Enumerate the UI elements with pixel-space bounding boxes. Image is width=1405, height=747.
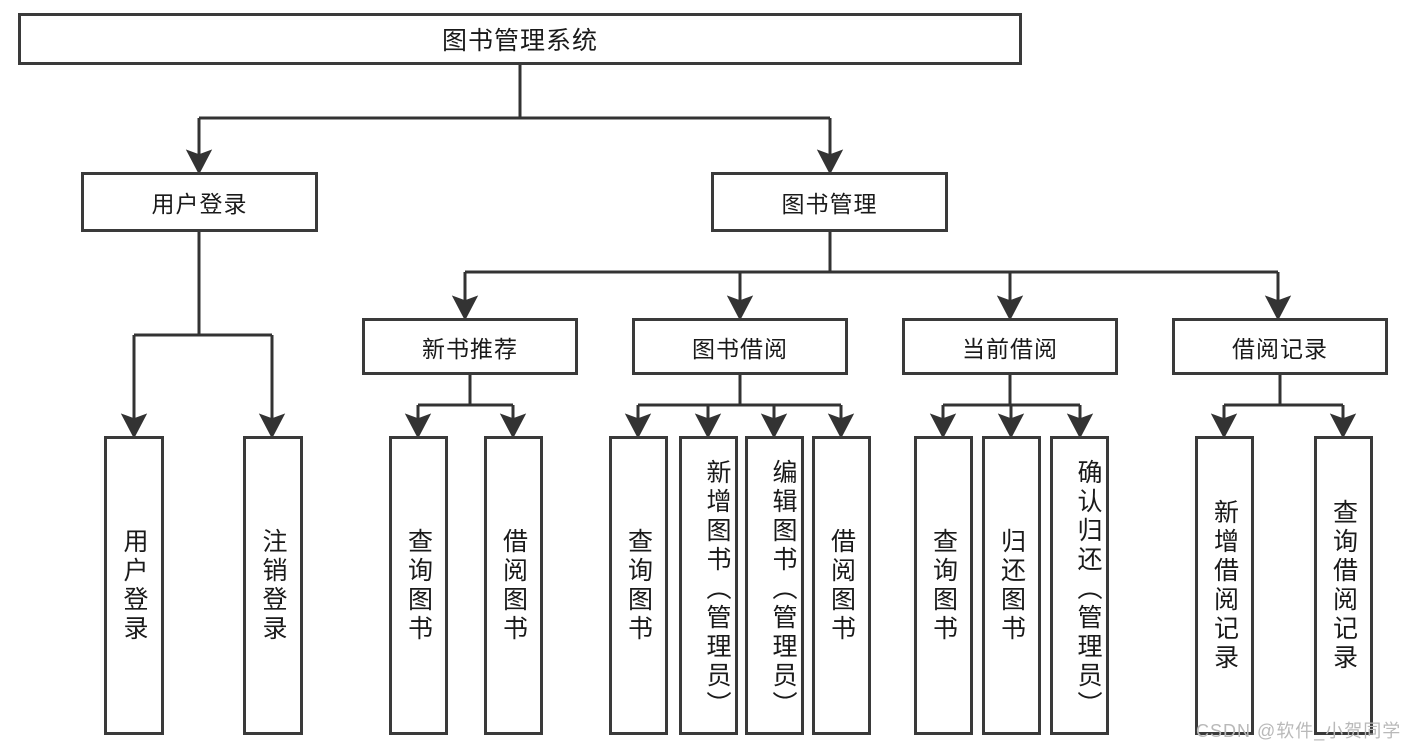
node-leaf-query-record[interactable]: 查询借阅记录 [1314, 436, 1373, 735]
node-current-borrow[interactable]: 当前借阅 [902, 318, 1118, 375]
node-leaf-borrow-book-2[interactable]: 借阅图书 [812, 436, 871, 735]
node-label: 当前借阅 [962, 335, 1058, 362]
node-leaf-user-logout[interactable]: 注销登录 [243, 436, 303, 735]
node-user-login[interactable]: 用户登录 [81, 172, 318, 232]
node-label: 编辑图书（管理员） [769, 459, 797, 720]
node-leaf-query-book-2[interactable]: 查询图书 [609, 436, 668, 735]
node-label: 查询借阅记录 [1329, 498, 1358, 673]
watermark: CSDN @软件_小贺同学 [1196, 721, 1402, 741]
node-label: 用户登录 [151, 191, 248, 217]
node-leaf-edit-book[interactable]: 编辑图书（管理员） [745, 436, 804, 735]
node-book-management[interactable]: 图书管理 [711, 172, 948, 232]
node-label: 图书管理 [781, 191, 878, 217]
node-new-book-recommend[interactable]: 新书推荐 [362, 318, 578, 375]
node-label: 注销登录 [259, 527, 287, 644]
node-label: 确认归还（管理员） [1074, 459, 1102, 720]
node-book-borrow[interactable]: 图书借阅 [632, 318, 848, 375]
node-leaf-add-book[interactable]: 新增图书（管理员） [679, 436, 738, 735]
node-label: 查询图书 [404, 527, 433, 644]
node-label: 借阅图书 [827, 527, 856, 644]
node-borrow-record[interactable]: 借阅记录 [1172, 318, 1388, 375]
node-root-book-management-system[interactable]: 图书管理系统 [18, 13, 1022, 65]
node-leaf-query-book-3[interactable]: 查询图书 [914, 436, 973, 735]
node-label: 新增图书（管理员） [703, 459, 731, 720]
node-label: 借阅图书 [499, 527, 528, 644]
node-leaf-confirm-return[interactable]: 确认归还（管理员） [1050, 436, 1109, 735]
node-label: 查询图书 [624, 527, 653, 644]
node-label: 图书管理系统 [441, 27, 598, 55]
node-label: 用户登录 [120, 527, 148, 644]
node-leaf-user-login[interactable]: 用户登录 [104, 436, 164, 735]
node-leaf-add-record[interactable]: 新增借阅记录 [1195, 436, 1254, 735]
node-label: 图书借阅 [692, 335, 788, 362]
node-label: 查询图书 [929, 527, 958, 644]
node-leaf-query-book-1[interactable]: 查询图书 [389, 436, 448, 735]
node-leaf-return-book[interactable]: 归还图书 [982, 436, 1041, 735]
node-label: 归还图书 [997, 527, 1026, 644]
node-label: 新书推荐 [422, 335, 518, 362]
node-label: 借阅记录 [1232, 335, 1328, 362]
node-label: 新增借阅记录 [1210, 498, 1239, 673]
node-leaf-borrow-book-1[interactable]: 借阅图书 [484, 436, 543, 735]
